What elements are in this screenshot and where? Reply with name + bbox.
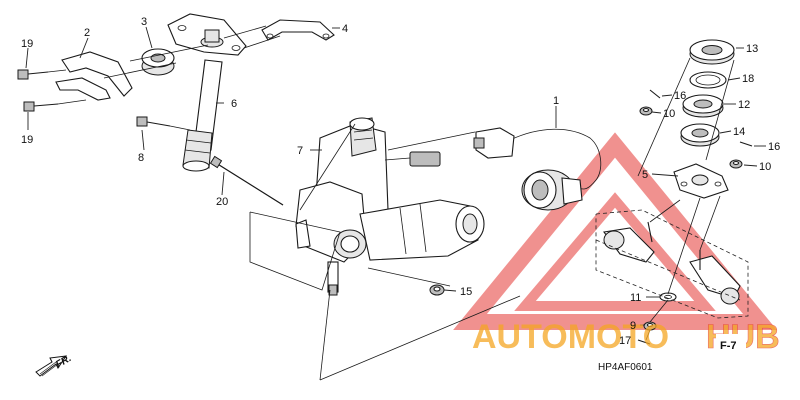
part-pin-16-upper [649,89,661,99]
part-steering-shaft-6 [182,59,223,172]
part-bolt-19-lower [23,101,59,112]
part-sensor-1 [473,127,602,211]
callout-2: 2 [84,27,90,39]
callout-14: 14 [733,126,745,138]
callout-17: 17 [619,335,631,347]
part-nut-10-lower [729,159,743,169]
part-clamp-2 [55,51,133,101]
callout-15: 15 [460,286,472,298]
callout-13: 13 [746,43,758,55]
callout-10-upper: 10 [663,108,675,120]
part-ring-18 [689,71,727,89]
part-bolt-20 [209,155,284,206]
callout-6: 6 [231,98,237,110]
callout-16-lower: 16 [768,141,780,153]
callout-16-upper: 16 [674,90,686,102]
watermark-triangle-outer [453,132,777,330]
callout-numbers: 2 3 4 19 6 19 8 7 20 15 1 13 18 16 12 10… [21,16,780,347]
part-washer-11 [659,292,677,302]
callout-7: 7 [297,145,303,157]
callout-8: 8 [138,152,144,164]
part-eps-unit-7 [295,117,485,296]
diagram-code: HP4AF0601 [598,362,653,373]
tie-rod-dashed-box [595,209,749,319]
callout-leaders [25,26,766,326]
part-tie-rod-end-right [689,250,741,305]
part-bearing-12 [682,94,724,118]
part-pin-16-lower [739,141,753,147]
part-bracket-5 [673,163,729,199]
watermark-brand-part1: AUTOMOTO [472,318,669,356]
part-nut-10-upper [639,106,653,116]
callout-9: 9 [630,320,636,332]
callout-19-upper: 19 [21,38,33,50]
part-bearing-14 [680,123,720,147]
watermark-triangle-inner [514,192,716,311]
reference-label: F-7 [720,340,737,352]
part-bearing-3 [141,48,175,76]
callout-12: 12 [738,99,750,111]
callout-10-lower: 10 [759,161,771,173]
part-nut-9 [643,321,657,331]
part-bolt-8 [136,116,171,127]
reference-f7: F-7 [716,334,746,354]
front-direction-indicator: FR. [35,353,73,377]
part-nut-15 [429,284,445,296]
part-tie-rod-end-left [603,221,655,263]
callout-3: 3 [141,16,147,28]
callout-11: 11 [630,292,641,304]
part-pin-17 [637,339,651,345]
part-clamp-4 [261,19,335,41]
callout-19-lower: 19 [21,134,33,146]
part-seal-13 [689,39,735,65]
watermark-logo [453,132,777,330]
part-upper-bracket [167,13,247,56]
callout-18: 18 [742,73,754,85]
part-bolt-19-upper [17,69,49,80]
direction-label: FR. [54,353,73,371]
arrow-down-left-icon [35,355,68,377]
callout-1: 1 [553,95,559,107]
callout-5: 5 [642,169,648,181]
callout-20: 20 [216,196,228,208]
assembly-lines [47,25,735,381]
callout-4: 4 [342,23,348,35]
